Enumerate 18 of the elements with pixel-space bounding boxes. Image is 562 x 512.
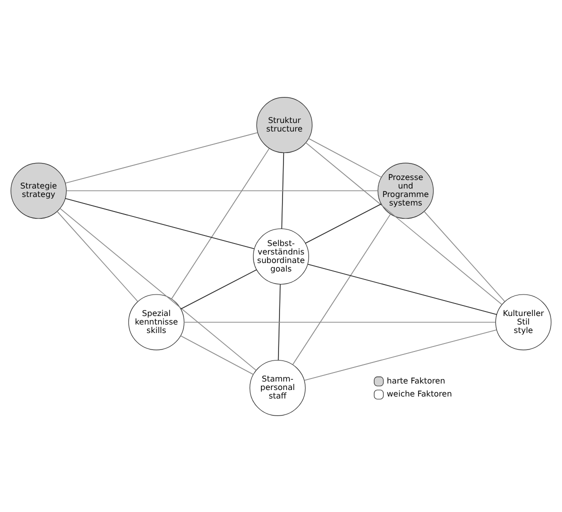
connector (307, 263, 497, 314)
connector (305, 203, 382, 244)
connector (308, 138, 382, 178)
connector (305, 142, 502, 304)
connector (66, 190, 378, 191)
connector (171, 148, 270, 299)
connector (424, 210, 506, 302)
connector (184, 321, 496, 322)
connector (292, 213, 391, 365)
connector (180, 334, 254, 374)
connector (60, 208, 257, 370)
connector (56, 210, 138, 302)
connector (304, 328, 498, 380)
connector (65, 198, 255, 249)
connector (64, 132, 258, 184)
connector (281, 152, 284, 228)
connector (180, 268, 257, 309)
connector (278, 283, 281, 360)
